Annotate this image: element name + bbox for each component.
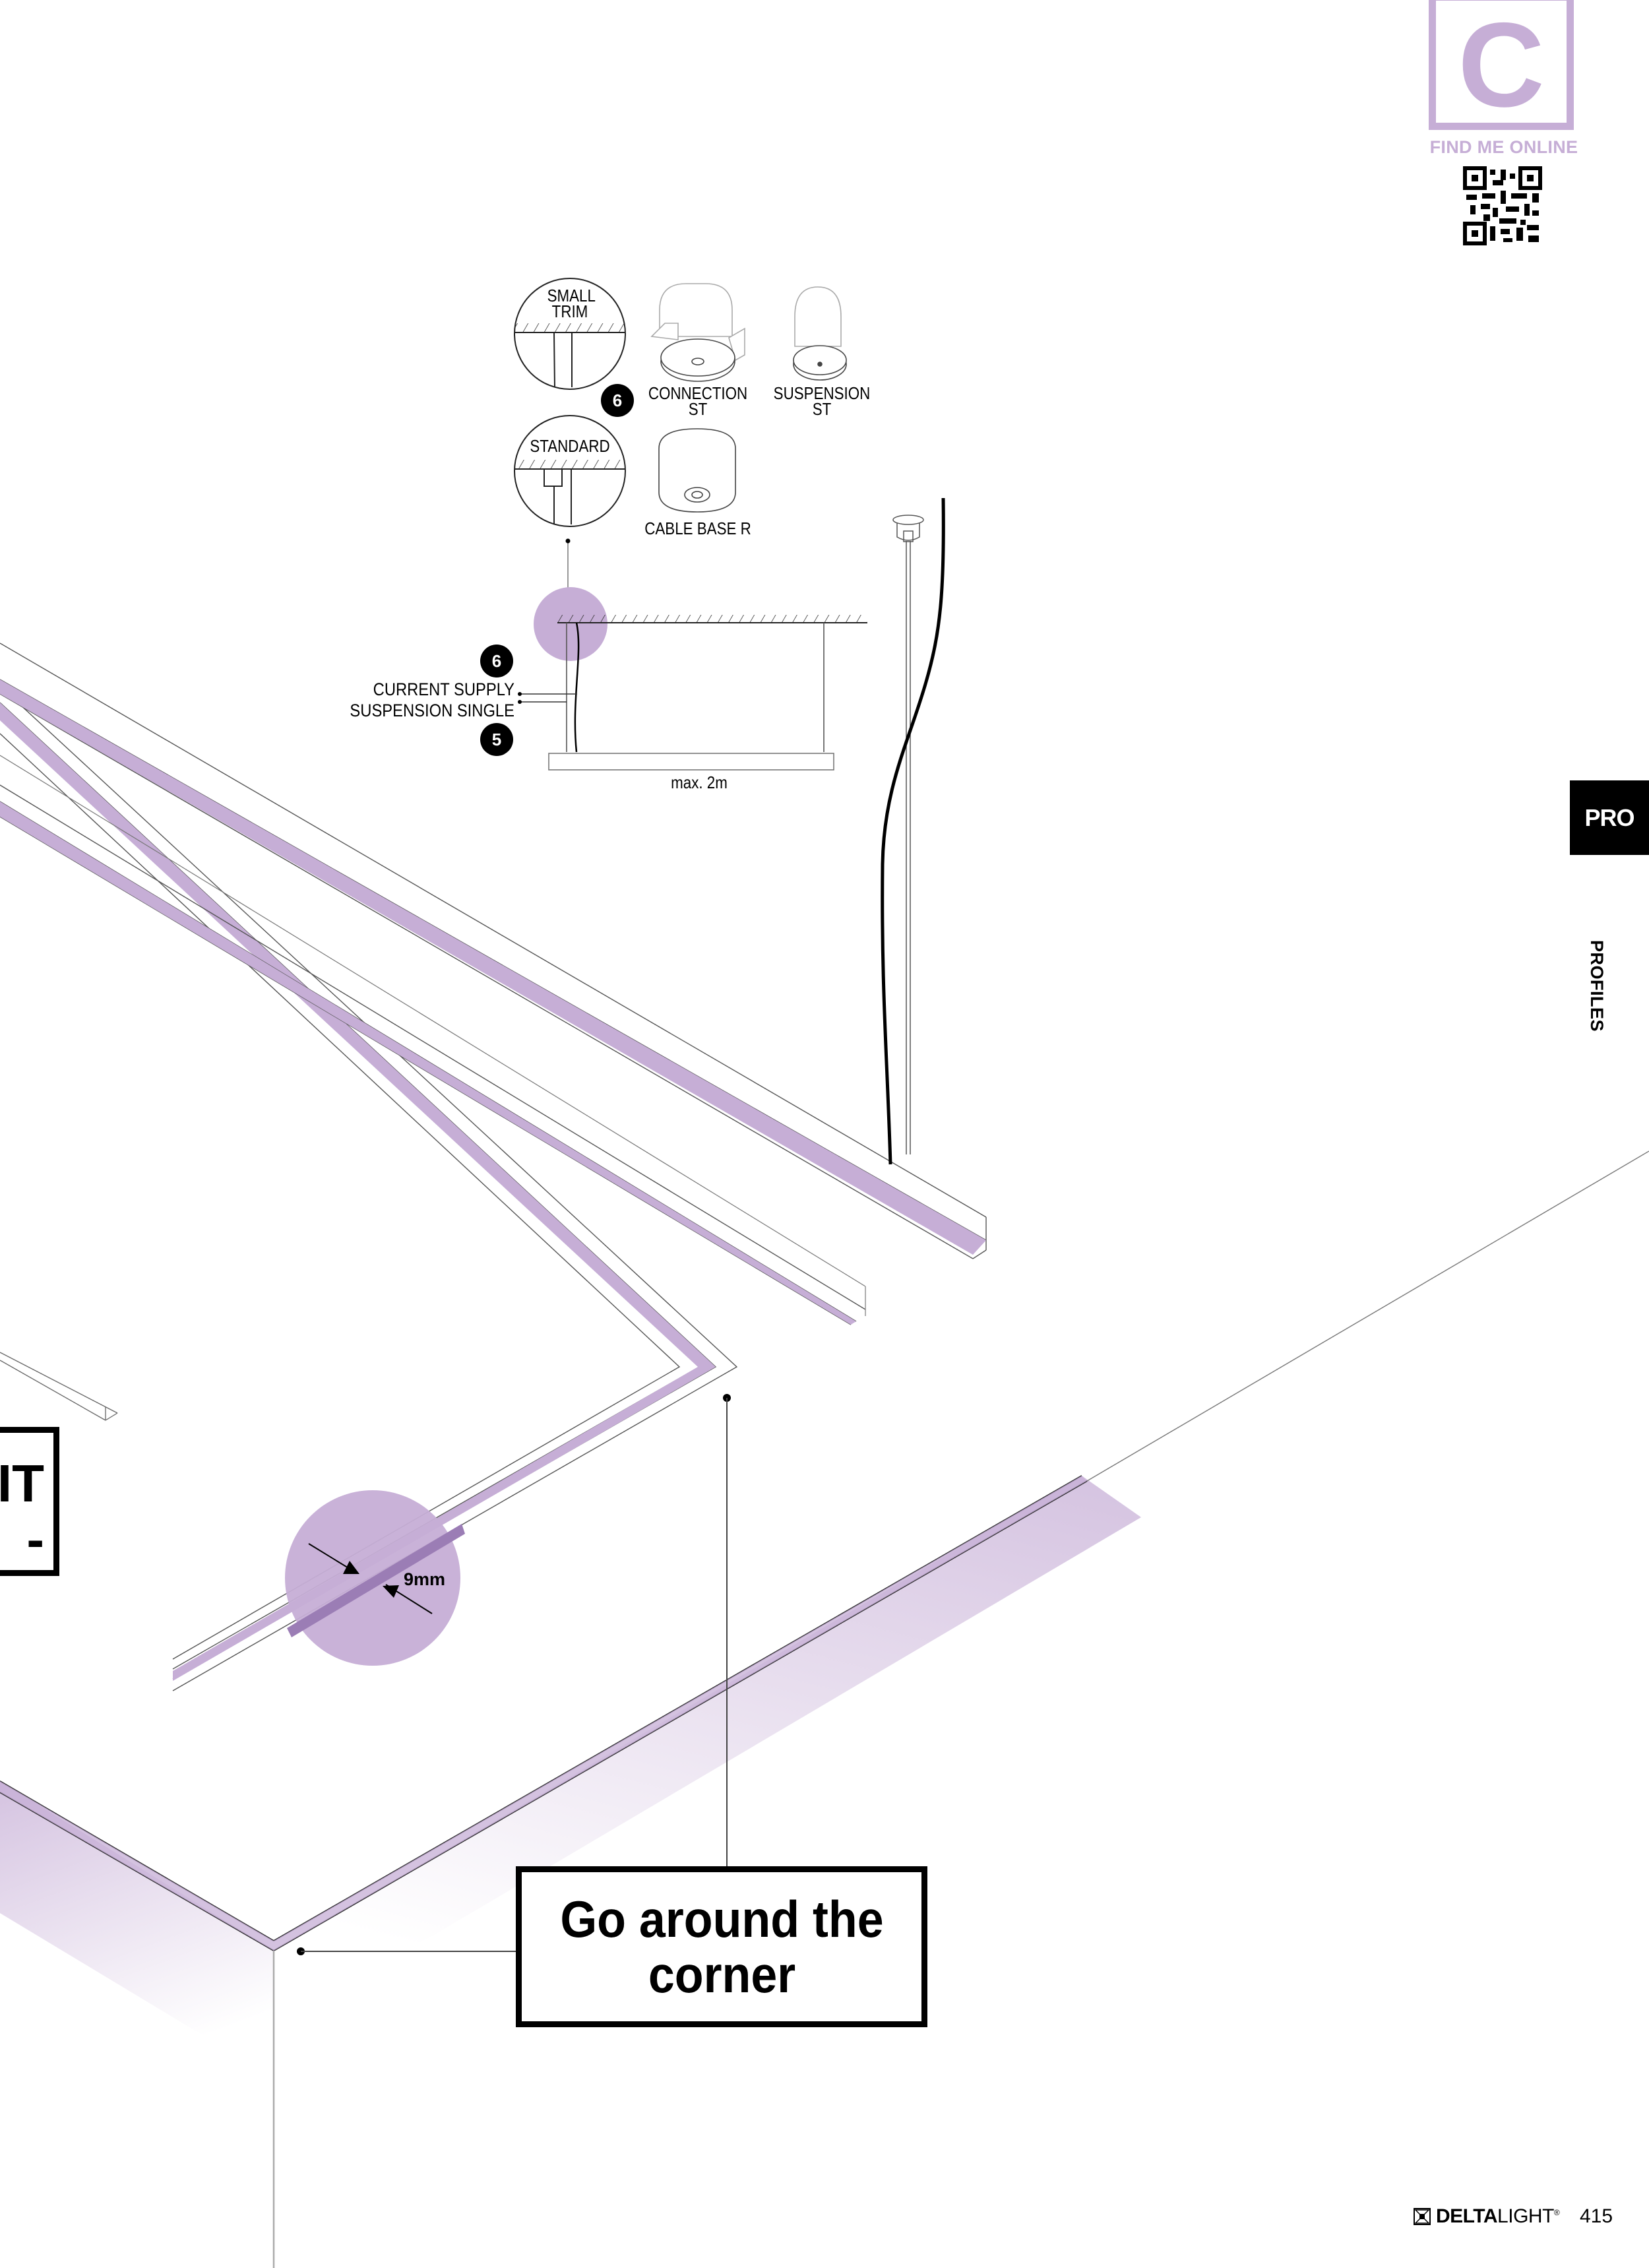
small-trim-detail — [514, 278, 626, 390]
connection-st-line1: CONNECTION — [648, 383, 748, 403]
cable-base-r-label: CABLE BASE R — [644, 519, 751, 538]
arrow-in-icon — [343, 1561, 359, 1574]
current-supply-label: CURRENT SUPPLY — [373, 679, 514, 699]
badge-6-components: 6 — [601, 384, 634, 417]
chapter-marker: C — [1429, 0, 1574, 130]
ceiling-detail-highlight — [534, 587, 607, 661]
slab-lit-edge-left — [0, 1781, 274, 1951]
qr-code-link[interactable] — [1464, 167, 1541, 245]
suspended-profile-led — [0, 679, 986, 1255]
suspension-st-line1: SUSPENSION — [773, 383, 871, 403]
badge-5-suspension: 5 — [480, 723, 513, 756]
section-name-profiles: PROFILES — [1587, 940, 1607, 1032]
suspension-st-drawing — [793, 286, 847, 381]
arrow-in-icon-2 — [383, 1585, 399, 1598]
small-trim-label: SMALL TRIM — [542, 286, 598, 321]
section-tab-label: PRO — [1584, 803, 1634, 831]
callout-partial-line1: IT — [0, 1454, 44, 1513]
wall-glow-left — [0, 1781, 274, 2078]
brand-light: LIGHT — [1497, 2205, 1554, 2227]
qr-code-icon — [1463, 166, 1542, 245]
footer-brand: DELTALIGHT® — [1414, 2205, 1560, 2228]
slab-edges — [0, 1150, 1649, 1951]
chapter-letter: C — [1458, 0, 1545, 132]
standard-detail — [514, 415, 626, 527]
max-span-label: max. 2m — [671, 772, 728, 792]
suspension-schematic — [520, 622, 834, 771]
callout-line1: Go around the — [559, 1890, 884, 1948]
standard-label: STANDARD — [530, 436, 610, 456]
badge-6-current-supply: 6 — [480, 645, 513, 677]
connection-st-label: CONNECTION ST — [647, 383, 749, 419]
callout-partial-line2: - — [26, 1510, 44, 1569]
page-number: 415 — [1580, 2205, 1613, 2227]
cable-base-r-drawing — [658, 428, 736, 513]
connection-st-line2: ST — [688, 399, 708, 419]
suspension-hardware — [892, 515, 924, 1154]
section-tab-pro[interactable]: PRO — [1570, 780, 1649, 855]
connection-st-drawing — [650, 283, 745, 382]
small-trim-text: SMALL TRIM — [547, 286, 596, 321]
suspension-st-label: SUSPENSION ST — [771, 383, 873, 419]
recessed-profile-2 — [0, 784, 866, 1325]
profile-width-label: 9mm — [404, 1569, 446, 1589]
power-cable — [881, 497, 945, 1165]
slab-lit-edge-right — [274, 1476, 1087, 1951]
brand-delta: DELTA — [1436, 2205, 1498, 2227]
brand-registered: ® — [1553, 2208, 1560, 2217]
small-profile-stub — [0, 1352, 118, 1421]
profile-2-led — [0, 802, 856, 1325]
callout-go-around-corner: Go around the corner — [516, 1866, 927, 2027]
callout-partial-left: IT - — [0, 1427, 59, 1576]
deltalight-logo-icon — [1414, 2208, 1431, 2225]
suspension-st-line2: ST — [812, 399, 832, 419]
callout-line2: corner — [648, 1945, 795, 2003]
find-me-online-label: FIND ME ONLINE — [1429, 137, 1578, 157]
wall-glow-right — [274, 1476, 1141, 2045]
suspension-single-label: SUSPENSION SINGLE — [350, 701, 514, 720]
